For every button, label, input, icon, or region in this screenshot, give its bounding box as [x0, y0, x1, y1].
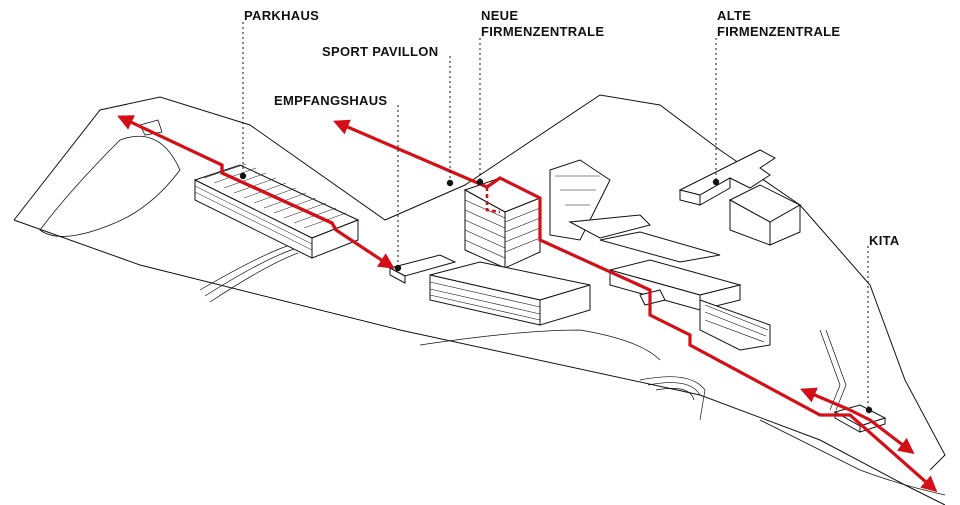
parkhaus-label: PARKHAUS [244, 8, 319, 24]
empfangshaus-dot [394, 264, 402, 272]
empfangshaus-label-text: EMPFANGSHAUS [274, 93, 388, 108]
neue-firmenzentrale-dot [476, 178, 484, 186]
kita-building [833, 404, 887, 433]
neue-firmenzentrale-label-line2: FIRMENZENTRALE [481, 24, 605, 39]
sport-pavillon-label: SPORT PAVILLON [322, 44, 438, 60]
sport-pavillon-label-text: SPORT PAVILLON [322, 44, 439, 59]
empfangshaus-building [388, 254, 457, 284]
alte-firmenzentrale-dot [712, 178, 720, 186]
circulation-paths [117, 115, 938, 493]
neue-firmenzentrale-label-line1: NEUE [481, 8, 519, 23]
central-path-arrow [333, 119, 488, 189]
parkhaus-label-text: PARKHAUS [244, 8, 320, 23]
parkhaus-to-empfangshaus-arrow [220, 165, 395, 269]
leader-dots [239, 172, 873, 414]
kita-label-text: KITA [869, 233, 900, 248]
leader-lines [242, 22, 869, 408]
kita-east-arrow [849, 408, 915, 454]
alte-firmenzentrale-building [678, 149, 802, 246]
parkhaus-building [193, 163, 360, 259]
neue-firmenzentrale-label: NEUE FIRMENZENTRALE [481, 8, 604, 40]
sport-pavillon-dot [446, 179, 454, 187]
neue-firmenzentrale-dashed-link [485, 187, 501, 214]
kita-dot [865, 406, 873, 414]
parkhaus-dot [239, 172, 247, 180]
main-terraced-building [429, 159, 771, 351]
alte-firmenzentrale-label-line2: FIRMENZENTRALE [717, 24, 841, 39]
empfangshaus-label: EMPFANGSHAUS [274, 93, 387, 109]
kita-label: KITA [869, 233, 900, 249]
kita-west-arrow [800, 387, 851, 412]
alte-firmenzentrale-label-line1: ALTE [717, 8, 752, 23]
neue-firmenzentrale-building [463, 177, 542, 269]
main-spine-path [486, 176, 938, 493]
alte-firmenzentrale-label: ALTE FIRMENZENTRALE [717, 8, 840, 40]
